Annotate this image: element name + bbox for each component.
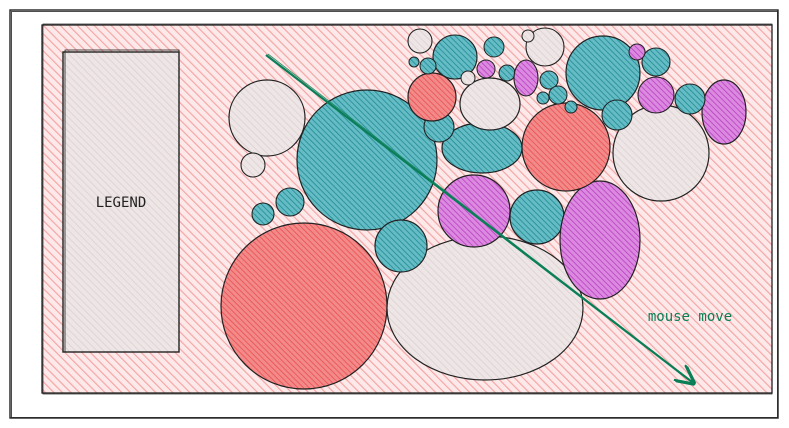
bubble-teal: [601, 99, 633, 131]
bubble-gray: [228, 79, 306, 157]
bubble-teal: [374, 219, 428, 273]
bubble-teal: [539, 70, 559, 90]
bubble-teal: [408, 56, 420, 68]
bubble-teal: [432, 34, 478, 80]
canvas-panel-sketch: [42, 23, 773, 395]
bubble-purple: [637, 76, 675, 114]
bubble-gray: [240, 152, 266, 178]
bubble-purple: [437, 174, 511, 248]
bubble-purple: [559, 180, 641, 300]
bubble-gray: [521, 29, 535, 43]
bubble-teal: [674, 83, 706, 115]
bubble-teal: [536, 91, 550, 105]
legend-panel: LEGEND: [62, 49, 180, 353]
bubble-gray: [525, 27, 565, 67]
bubble-teal: [564, 100, 578, 114]
bubble-teal: [509, 189, 565, 245]
bubble-teal: [548, 85, 568, 105]
bubble-gray: [460, 70, 476, 86]
mouse-move-arrow-sketch: [267, 53, 691, 381]
bubble-teal: [296, 89, 438, 231]
bubble-red: [407, 72, 457, 122]
bubble-purple: [628, 43, 646, 61]
bubble-teal: [565, 35, 641, 111]
bubble-teal: [251, 202, 275, 226]
bubble-cluster: [220, 27, 747, 390]
bubble-red: [521, 102, 611, 192]
bubble-purple: [701, 79, 747, 145]
mouse-move-label: mouse move: [648, 309, 732, 325]
legend-label: LEGEND: [96, 195, 147, 211]
bubble-purple: [476, 59, 496, 79]
bubble-gray: [407, 28, 433, 54]
bubble-teal: [498, 64, 516, 82]
bubble-teal: [641, 47, 671, 77]
mouse-move-arrow: [265, 54, 692, 382]
bubble-teal: [419, 57, 437, 75]
bubble-purple: [513, 59, 539, 97]
outer-frame-sketch: [11, 11, 778, 418]
bubble-gray: [459, 77, 521, 131]
bubble-red: [220, 222, 388, 390]
bubble-teal: [483, 36, 505, 58]
bubble-teal: [275, 187, 305, 217]
